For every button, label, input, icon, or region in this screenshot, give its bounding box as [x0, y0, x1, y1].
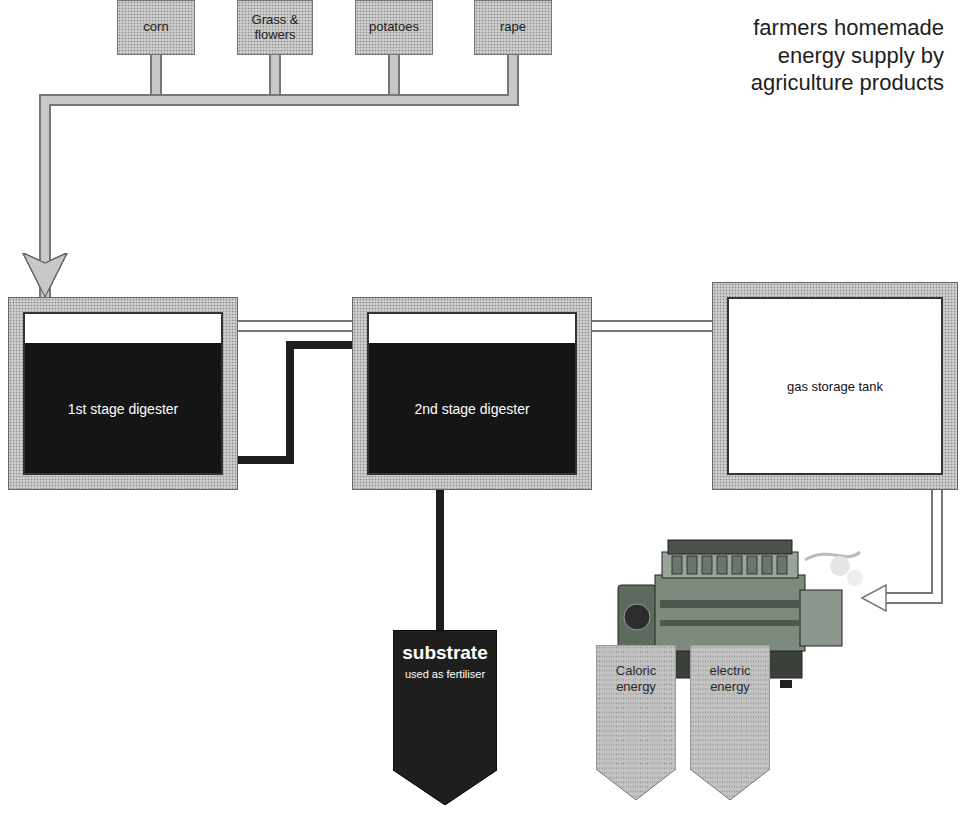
feed-pipe	[45, 55, 513, 297]
gas-arrowhead	[862, 585, 886, 611]
cylinder-head	[717, 556, 727, 574]
crop-box: potatoes	[355, 0, 433, 55]
fertiliser-output: substrate used as fertiliser	[393, 630, 497, 805]
digester-tank: 1st stage digester	[8, 297, 238, 490]
pipe-wall	[45, 55, 513, 297]
cylinder-head	[702, 556, 712, 574]
node-label: Caloric energy	[600, 663, 672, 694]
gas-pipe	[238, 326, 352, 327]
pipe-wall	[45, 55, 394, 297]
gas-pipe	[592, 326, 712, 327]
crop-box: Grass & flowers	[237, 0, 313, 55]
feed-pipe	[45, 55, 156, 297]
pipe-core	[45, 55, 394, 297]
pipe-wall	[238, 320, 352, 332]
node-label: potatoes	[369, 20, 419, 35]
crop-box: corn	[117, 0, 195, 55]
node-label: used as fertiliser	[405, 668, 485, 680]
node-label: gas storage tank	[787, 379, 883, 394]
pipe-core	[592, 322, 712, 330]
sub-pipe	[238, 345, 352, 460]
energy-output: electric energy	[690, 645, 770, 800]
feed-pipe	[45, 55, 275, 297]
cylinder-head	[732, 556, 742, 574]
pipe-wall	[436, 490, 444, 630]
storage-tank: gas storage tank	[712, 282, 958, 490]
tank-interior	[23, 312, 223, 475]
node-label: 2nd stage digester	[414, 401, 529, 417]
node-label: rape	[500, 20, 526, 35]
cylinder-head	[762, 556, 772, 574]
node-label: Grass & flowers	[242, 13, 308, 43]
crop-box: rape	[474, 0, 552, 55]
node-label: substrate	[402, 642, 488, 664]
node-label: electric energy	[694, 663, 766, 694]
cylinder-head	[672, 556, 682, 574]
gas-pipe	[885, 490, 937, 598]
gas-pipe-core	[884, 488, 937, 598]
cylinder-head	[687, 556, 697, 574]
cylinder-head	[777, 556, 787, 574]
pipe-wall	[238, 345, 352, 460]
diagram-title: farmers homemade energy supply by agricu…	[706, 14, 944, 97]
node-label: 1st stage digester	[68, 401, 179, 417]
node-label: corn	[143, 20, 168, 35]
cylinder-head	[747, 556, 757, 574]
down-pipe	[440, 490, 441, 630]
energy-output: Caloric energy	[596, 645, 676, 800]
pipe-core	[45, 55, 275, 297]
feed-pipe	[45, 55, 394, 297]
pipe-core	[238, 322, 352, 330]
tank-interior	[367, 312, 577, 475]
pipe-wall	[45, 55, 156, 297]
pipe-core	[45, 55, 156, 297]
digester-tank: 2nd stage digester	[352, 297, 592, 490]
pipe-wall	[45, 55, 275, 297]
pipe-core	[45, 55, 513, 297]
pipe-wall	[592, 320, 712, 332]
cylinder-heads	[672, 556, 787, 574]
